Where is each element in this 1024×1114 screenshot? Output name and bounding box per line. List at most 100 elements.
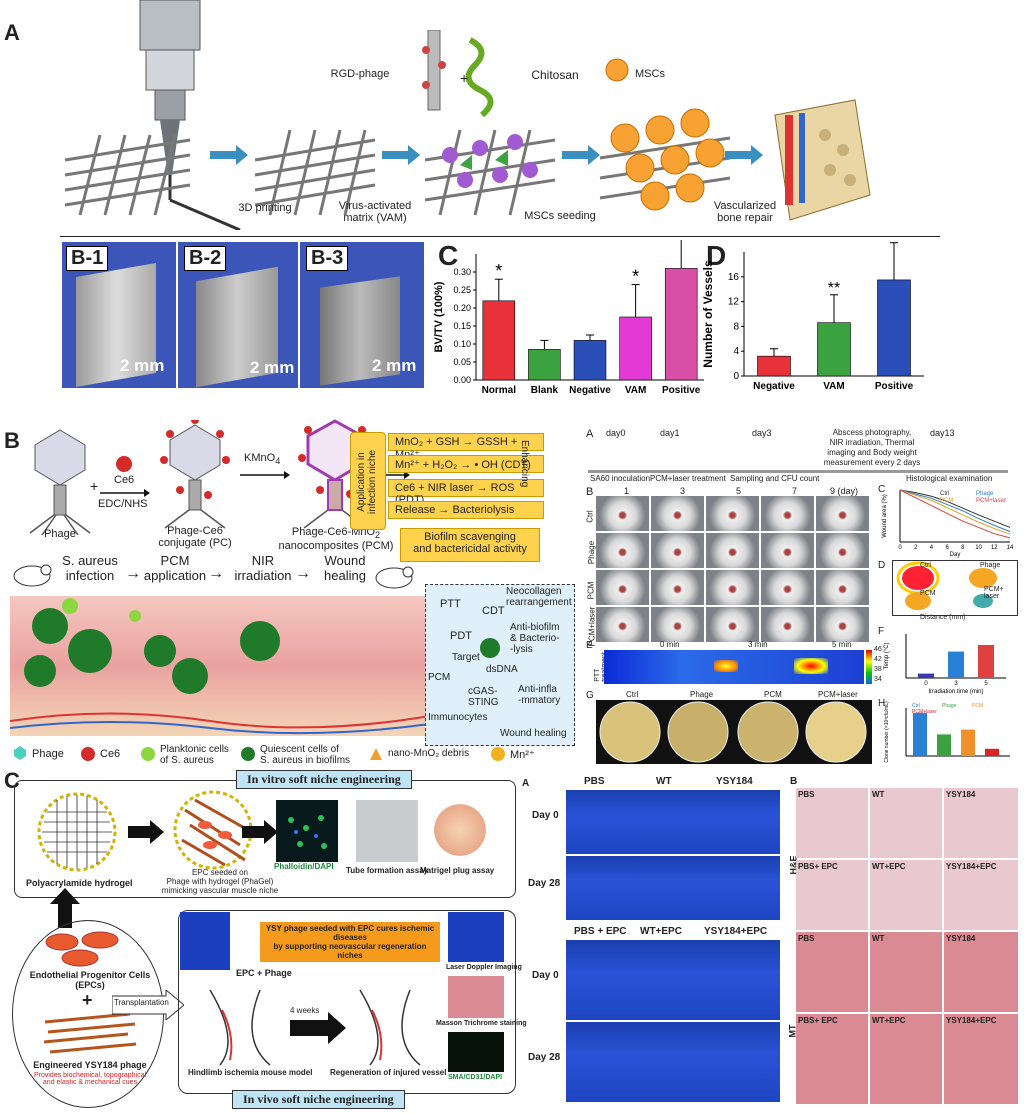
arrow-b-1 [100, 489, 150, 497]
c-col-wt: WT [656, 776, 672, 787]
mb-ysy: YSY184 [946, 934, 976, 943]
bar-normal [482, 300, 516, 381]
mn-legend-icon [491, 747, 505, 761]
b-day0: day0 [606, 428, 626, 438]
y-tick-label: 12 [728, 297, 740, 308]
c-row-day28-2: Day 28 [528, 1052, 561, 1063]
y-axis-label: Number of Vessels [701, 260, 715, 368]
he-ysy [944, 788, 1018, 858]
3d-printer-illustration [139, 0, 241, 230]
b-day3: day3 [752, 428, 772, 438]
y-axis-label: Temp (°C) [884, 642, 890, 669]
arrow-c-1 [128, 820, 164, 844]
mech-target: Target [452, 652, 480, 663]
mt-wt-epc [870, 1014, 942, 1104]
bar-negative [573, 340, 607, 381]
phalloidin-image [276, 800, 338, 862]
doppler-right [448, 912, 504, 962]
phage-illustration [29, 429, 91, 535]
step-bone-repair: Vascularized bone repair [713, 200, 777, 224]
panel-letter-b: B [4, 428, 20, 453]
invitro-banner: In vitro soft niche engineering [236, 770, 412, 789]
vam-illustration [422, 30, 556, 216]
reaction-4: Release → Bacteriolysis [388, 501, 544, 519]
kmno4-label: KMnO4 [244, 452, 281, 467]
c-col-pbs-epc: PBS + EPC [574, 926, 627, 937]
b-sub-b: B [586, 486, 594, 498]
mouse-photo-grid [596, 496, 872, 644]
arrow-a-1 [210, 145, 248, 165]
mouse-photo [816, 570, 869, 605]
category-label: Positive [875, 381, 914, 392]
mt-pbs-epc [796, 1014, 868, 1104]
x-tick-label: 14 [1007, 545, 1014, 551]
clone-bar [937, 734, 951, 756]
mouse-photo [761, 496, 814, 531]
hb-wt: WT [872, 790, 885, 799]
c-col-pbs: PBS [584, 776, 605, 787]
he-ysy-epc [944, 860, 1018, 930]
he-wt-epc [870, 860, 942, 930]
ysy-sub-label: Provides biochemical, topographical and … [33, 1072, 147, 1086]
c-col-ysy: YSY184 [716, 776, 753, 787]
epcs-label: Endothelial Progenitor Cells (EPCs) [29, 970, 151, 990]
mb-pbs: PBS [798, 934, 815, 943]
flow-pcm: PCM application [143, 553, 207, 583]
c-sub-b: B [790, 776, 798, 787]
category-label: Positive [662, 385, 701, 396]
enhancing-label: Enhancing [519, 440, 530, 488]
laser-label: Laser Doppler Imaging [446, 964, 522, 971]
e-scale-46: 46 [874, 646, 882, 653]
b-col-1: 1 [624, 486, 630, 496]
arrow-c-2 [242, 820, 278, 844]
mouse-photo [651, 607, 704, 642]
y-tick-label: 0.20 [453, 303, 471, 313]
c-row-day28-1: Day 28 [528, 878, 561, 889]
pc-illustration [160, 420, 230, 529]
scale-b3: 2 mm [372, 356, 417, 375]
mouse-photo [816, 533, 869, 568]
printed-mesh [64, 134, 191, 216]
category-label: Negative [753, 381, 795, 392]
b-day1: day1 [660, 428, 680, 438]
regen-label: Regeneration of injured vessel [330, 1068, 447, 1077]
b-sub-d: D [878, 560, 886, 571]
sma-image [448, 1032, 504, 1072]
epc-cells-icon [45, 931, 119, 967]
arrow-a-3 [562, 145, 600, 165]
category-label: VAM [625, 385, 646, 396]
c-col-ysy-epc: YSY184+EPC [704, 926, 768, 937]
mech-immunocytes: Immunocytes [428, 712, 488, 723]
x-tick-label: 0 [898, 545, 902, 551]
significance-mark: ** [888, 240, 900, 245]
legend-phage: Phage [32, 748, 64, 760]
legend-ce6: Ce6 [100, 748, 121, 760]
mouse-photo [596, 533, 649, 568]
d-pcmlaser: PCM+ laser [984, 586, 1004, 600]
y-tick-label: 0.05 [453, 357, 471, 367]
mouse-photo [596, 607, 649, 642]
wound-series [899, 489, 1011, 539]
mouse-photo [761, 607, 814, 642]
b-sub-f: F [878, 626, 885, 637]
mouse-photo [761, 533, 814, 568]
x-tick-label: 10 [975, 545, 982, 551]
b-day-label-3: Histological examination [906, 474, 993, 483]
significance-mark: * [632, 267, 639, 287]
biofilm-box: Biofilm scavenging and bactericidal acti… [400, 528, 540, 562]
mt-pbs [796, 932, 868, 1012]
ysy-label: Engineered YSY184 phage [33, 1060, 147, 1070]
label-b1: B-1 [66, 246, 109, 271]
pcm-illustration [298, 419, 372, 529]
hindlimb-illustration [209, 989, 421, 1066]
category-label: VAM [823, 381, 844, 392]
clone-bar [985, 748, 999, 756]
ce6-label: Ce6 [114, 474, 135, 486]
epc-seeded-label: EPC seeded on Phage with hydrogel (PhaGe… [161, 868, 279, 895]
wound-series [899, 489, 1011, 533]
mech-pdt: PDT [450, 630, 472, 642]
flow-nir: NIR irradiation [234, 553, 292, 583]
step-mscs-seeding: MSCs seeding [524, 210, 596, 222]
